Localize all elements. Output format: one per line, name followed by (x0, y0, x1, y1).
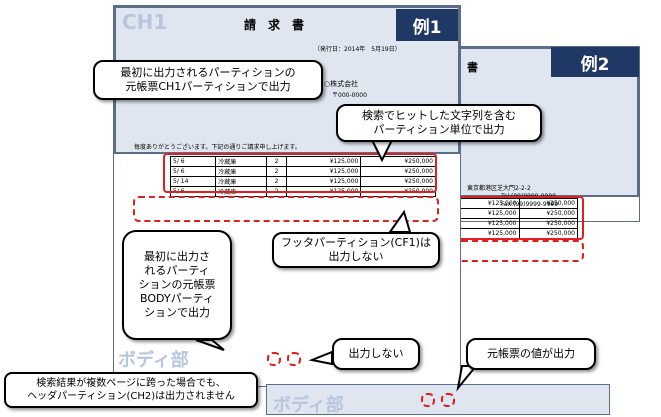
callout-body-partition: 最初に出力さ れるパーティ ションの元帳票 BODYパーティ ションで出力 (122, 230, 232, 340)
example2-body-label: ボディ部 (273, 395, 344, 416)
example2-small-dashed-1 (421, 393, 435, 407)
example1-tag: 例1 (396, 9, 458, 41)
example2-body-strip: ボディ部 (266, 384, 610, 416)
callout-no-output: 出力しない (332, 338, 420, 370)
tail-body (195, 339, 225, 351)
callout-footer-partition: フッタパーティション(CF1)は 出力しない (272, 232, 440, 268)
example1-company: ○株式会社 (324, 80, 359, 88)
example2-small-dashed-2 (441, 393, 455, 407)
example1-date: （発行日：2014年 5月19日） (314, 46, 401, 53)
example1-small-dashed-2 (287, 352, 301, 366)
example2-table: ¥125,000¥250,000¥125,000¥250,000¥125,000… (460, 198, 578, 239)
example2-tag: 例2 (551, 47, 639, 77)
example1-title: 請 求 書 (244, 18, 305, 32)
tail-search (370, 139, 394, 163)
example1-footer-dashed (133, 196, 439, 222)
tail-no-output (308, 350, 333, 366)
example1-greeting: 毎度ありがとうございます。下記の通りご請求申し上げます。 (134, 144, 301, 151)
example1-body-label: ボディ部 (118, 350, 189, 371)
callout-ch1-partition: 最初に出力されるパーティションの 元帳票CH1パーティションで出力 (93, 60, 323, 100)
callout-note: 検索結果が複数ページに跨った場合でも、 ヘッダパーティション(CH2)は出力され… (4, 372, 258, 408)
example1-search-hit-box (163, 153, 437, 193)
callout-value-output: 元帳票の値が出力 (466, 338, 596, 370)
example2-address: 東京都港区芝大門2-2-2 (467, 185, 531, 192)
example2-title: 書 (467, 61, 478, 74)
tail-footer (388, 209, 412, 233)
example1-postal: 〒000-0000 (332, 92, 367, 99)
ch1-label: CH1 (122, 10, 168, 34)
example1-small-dashed-1 (267, 352, 281, 366)
callout-search-hit: 検索でヒットした文字列を含む パーティション単位で出力 (336, 104, 542, 142)
